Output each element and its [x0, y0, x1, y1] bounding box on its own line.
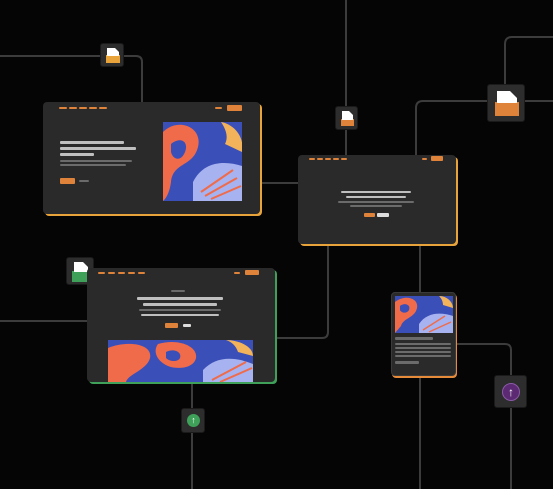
- upload-arrow-icon: ↑: [502, 383, 520, 401]
- preview-secondary-button: [377, 213, 389, 217]
- document-icon: [495, 91, 519, 116]
- preview-body-line: [350, 205, 402, 207]
- preview-cta-button: [245, 270, 259, 275]
- preview-heading-line: [143, 303, 217, 306]
- preview-body-line: [139, 309, 221, 311]
- preview-cta-button: [227, 105, 242, 111]
- document-icon: [72, 262, 90, 282]
- preview-heading-line: [60, 141, 124, 144]
- preview-primary-button: [60, 178, 75, 184]
- preview-secondary-button: [183, 324, 191, 327]
- preview-nav-right: [215, 107, 225, 110]
- preview-nav-right: [234, 272, 240, 275]
- document-icon: [341, 111, 354, 126]
- preview-nav: [309, 158, 349, 161]
- preview-body-line: [141, 314, 219, 316]
- upload-node[interactable]: ↑: [494, 375, 527, 408]
- preview-body-line: [395, 337, 433, 340]
- preview-primary-button: [364, 213, 375, 217]
- connector-line: [277, 244, 329, 339]
- preview-body-line: [395, 343, 451, 345]
- preview-primary-button: [165, 323, 178, 328]
- preview-heading-line: [137, 297, 223, 300]
- mobile-preview-card[interactable]: [391, 292, 456, 376]
- preview-artwork: [108, 340, 253, 382]
- preview-artwork: [395, 296, 453, 333]
- preview-body-line: [338, 201, 414, 203]
- preview-nav: [59, 107, 119, 110]
- preview-heading-line: [341, 191, 411, 193]
- preview-secondary-link: [79, 180, 89, 182]
- page-preview-card[interactable]: [87, 268, 275, 382]
- preview-body-line: [395, 355, 451, 357]
- connector-line: [456, 343, 512, 375]
- upload-node[interactable]: ↑: [181, 408, 205, 433]
- preview-eyebrow-line: [171, 290, 185, 292]
- connector-line: [124, 55, 143, 102]
- preview-nav-right: [422, 158, 428, 161]
- document-node[interactable]: [335, 106, 358, 130]
- preview-artwork: [163, 122, 242, 201]
- preview-nav: [98, 272, 148, 275]
- page-preview-card[interactable]: [298, 155, 456, 244]
- preview-heading-line: [60, 147, 136, 150]
- document-node[interactable]: [100, 43, 124, 67]
- upload-arrow-icon: ↑: [187, 414, 200, 427]
- preview-body-line: [395, 351, 451, 353]
- preview-body-line: [395, 361, 419, 364]
- page-preview-card[interactable]: [43, 102, 260, 214]
- connector-line: [504, 36, 553, 85]
- document-node[interactable]: [487, 84, 525, 122]
- preview-heading-line: [60, 153, 94, 156]
- preview-heading-line: [346, 196, 406, 198]
- preview-body-line: [60, 160, 132, 162]
- preview-body-line: [60, 164, 126, 166]
- document-icon: [106, 48, 120, 63]
- preview-body-line: [395, 347, 451, 349]
- preview-cta-button: [431, 156, 443, 161]
- connector-line: [415, 100, 487, 155]
